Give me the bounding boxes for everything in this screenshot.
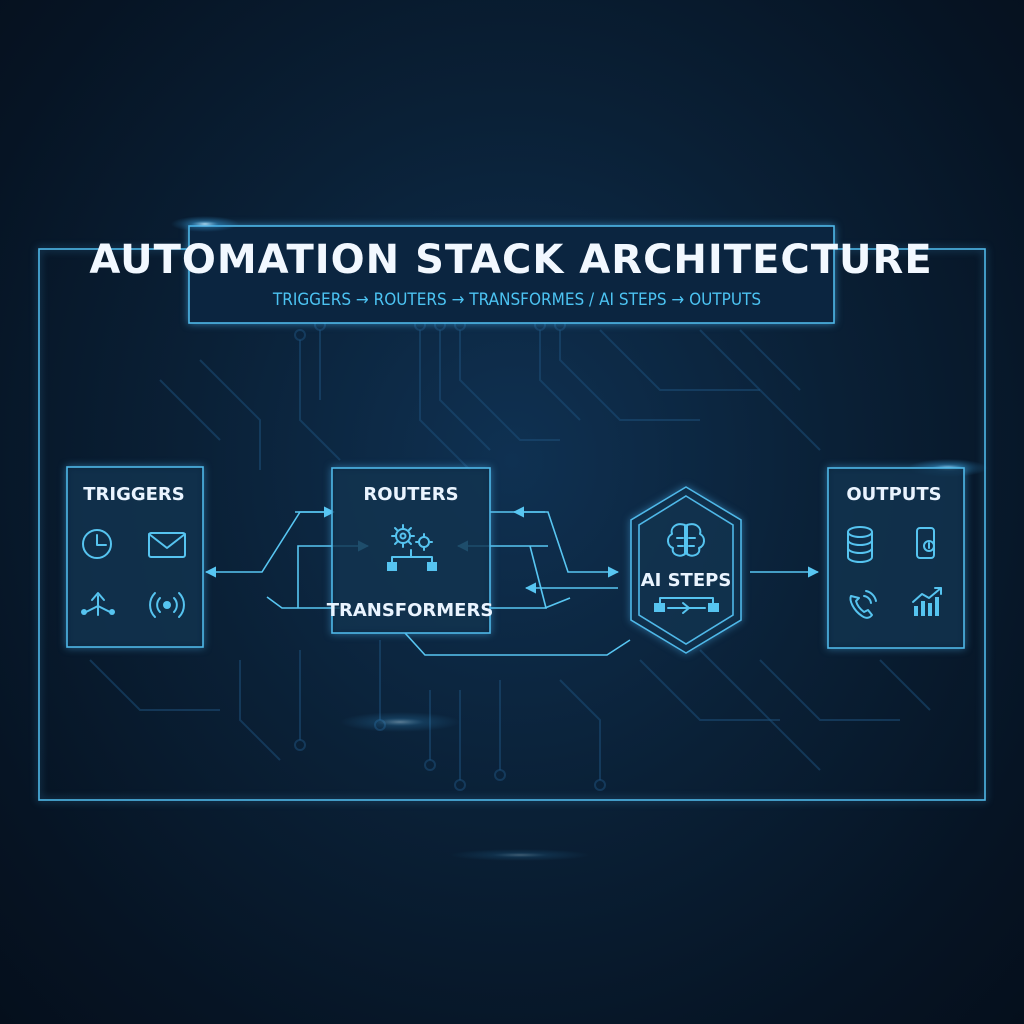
brain-icon <box>667 523 705 557</box>
mobile-phone-icon <box>916 527 935 559</box>
page-title: AUTOMATION STACK ARCHITECTURE <box>89 237 932 283</box>
split-arrows-icon <box>81 592 115 616</box>
routers-node[interactable]: ROUTERS TRANSFORMERS <box>327 467 494 634</box>
pipeline-icon <box>654 597 719 614</box>
growth-chart-icon <box>912 587 942 616</box>
outputs-label: OUTPUTS <box>846 484 941 505</box>
light-flares <box>171 216 988 861</box>
ai-steps-node[interactable]: AI STEPS <box>630 486 742 654</box>
routing-tree-icon <box>387 549 437 571</box>
title-panel: AUTOMATION STACK ARCHITECTURE TRIGGERS →… <box>89 225 932 324</box>
triggers-node[interactable]: TRIGGERS <box>66 466 204 648</box>
signal-broadcast-icon <box>149 592 185 618</box>
page-subtitle: TRIGGERS → ROUTERS → TRANSFORMES / AI ST… <box>272 290 761 310</box>
triggers-label: TRIGGERS <box>83 484 185 505</box>
ai-steps-label: AI STEPS <box>641 570 732 591</box>
clock-icon <box>82 529 112 559</box>
database-icon <box>847 526 873 563</box>
routers-label: ROUTERS <box>363 484 458 505</box>
outputs-node[interactable]: OUTPUTS <box>827 467 965 649</box>
phone-call-icon <box>849 590 877 619</box>
circuit-background <box>89 319 931 791</box>
transformers-label: TRANSFORMERS <box>327 600 494 621</box>
mail-icon <box>148 532 186 558</box>
gears-icon <box>391 524 433 551</box>
